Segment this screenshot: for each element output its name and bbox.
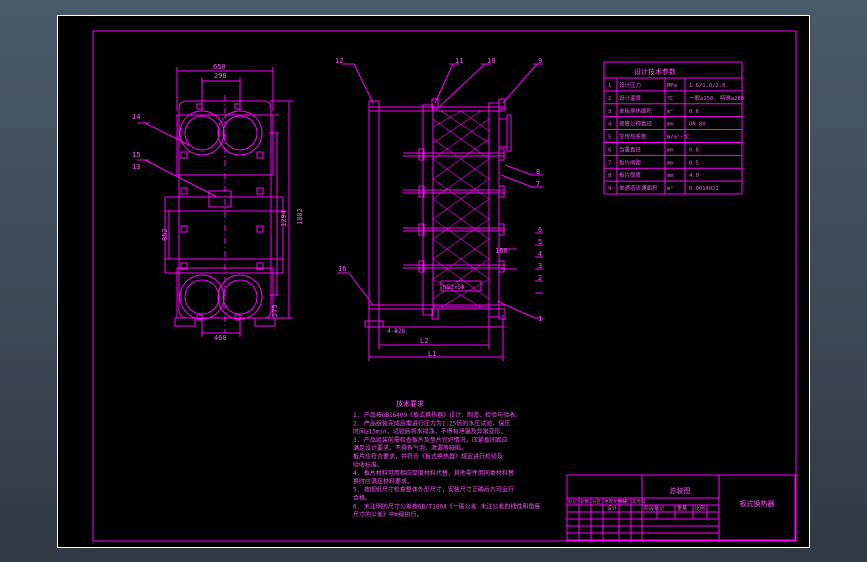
param-row-number: 4 <box>608 122 612 128</box>
tech-req-title: 技术要求 <box>396 399 424 408</box>
weight-label: 重量 <box>677 505 687 512</box>
balloon-12: 12 <box>335 57 343 65</box>
param-table-title: 设计技术参数 <box>634 67 676 76</box>
balloon-6: 6 <box>538 226 542 234</box>
tech-req-line: 换时应满足材料要求。 <box>353 477 413 485</box>
param-row-number: 6 <box>608 147 611 153</box>
balloon-8: 8 <box>536 168 540 176</box>
param-row-name: 板片间距 <box>619 158 642 166</box>
dim-overall-width: 650 <box>213 63 226 71</box>
param-row-name: 设计温度 <box>619 94 642 102</box>
dim-bottom-offset: 275 <box>271 304 279 317</box>
drawing-canvas: 650 298 1802 1294 852 275 460 14 15 13 <box>57 15 810 548</box>
title-block-col-label: 分区 <box>592 498 601 505</box>
side-view: 12 11 10 9 8 7 6 5 4 3 2 1 16 L2 L1 4-Φ2… <box>335 57 543 361</box>
tech-req-line: 合格。 <box>353 494 371 502</box>
inner-frame <box>92 30 797 542</box>
param-row-number: 1 <box>608 83 611 89</box>
parameter-table: 设计技术参数 1 设计压力 MPa 1.6/1.0/2.0 2 设计温度 ℃ 一般≤150, … <box>603 61 744 195</box>
param-row-unit: mm <box>667 147 674 153</box>
tech-req-line: 1. 产品按GB16409《板式换热器》设计、制造、检验与验收。 <box>353 411 521 419</box>
param-row-unit: m² <box>667 185 674 192</box>
param-row-value: 0.5 <box>689 160 699 166</box>
param-row-unit: W/m²·℃ <box>667 134 691 141</box>
tech-req-line: 尺寸的公差》中m级执行。 <box>353 511 423 519</box>
param-row-value: DN 80 <box>689 122 706 128</box>
param-row-number: 3 <box>608 109 611 115</box>
param-row-number: 8 <box>608 173 611 179</box>
balloon-5: 5 <box>538 238 542 246</box>
tag-left-mid: 15 <box>132 151 140 159</box>
param-row-name: 设计压力 <box>619 81 641 89</box>
param-row-unit: m² <box>667 108 674 115</box>
param-row-name: 单板换热面积 <box>619 107 653 115</box>
param-row-unit: MPa <box>667 83 677 89</box>
param-row-name: 总传热系数 <box>619 133 647 141</box>
balloon-7: 7 <box>536 180 540 188</box>
param-row-value: 0.0014022 <box>689 186 719 192</box>
param-row-number: 7 <box>608 160 611 166</box>
param-row-value: 一般≤150, 特殊≤280 <box>689 94 744 102</box>
param-row-unit: ℃ <box>667 96 674 102</box>
title-block-col-label: 更改文件号 <box>604 498 627 505</box>
balloon-16: 16 <box>338 265 346 273</box>
title-block-col-label: 年月日 <box>632 498 646 505</box>
param-row-name: 当量直径 <box>619 145 642 153</box>
dim-base-width: 460 <box>214 334 227 342</box>
tag-left-mid2: 13 <box>132 163 140 171</box>
param-row-unit: mm <box>667 160 674 166</box>
title-block-col-label: 签名 <box>620 498 629 505</box>
balloon-10: 10 <box>487 57 495 65</box>
param-row-name: 接管公称直径 <box>619 120 653 128</box>
tech-req-line: 验收标准。 <box>353 461 383 469</box>
balloon-11: 11 <box>455 57 463 65</box>
title-block-col-label: 处数 <box>580 498 589 505</box>
title-drawing-name: 板式换热器 <box>740 499 775 508</box>
tag-left-top: 14 <box>132 113 140 121</box>
title-block-col-label: 标记 <box>568 498 577 505</box>
dim-height-inner: 1294 <box>280 210 288 227</box>
tech-req-line: 板片应符合要求，并符合《板式换热器》规定进行检验及 <box>353 453 503 461</box>
stage-label: 阶段标记 <box>644 505 664 512</box>
param-row-unit: mm <box>667 122 674 128</box>
tech-req-line: 2. 产品组装完成后需进行压力为1.25倍的水压试验，保压 <box>353 419 510 427</box>
tech-req-line: 3. 产品组装前需检查板片及垫片完好情况，压紧板间距应 <box>353 436 508 444</box>
param-row-name: 单通道流通面积 <box>619 184 658 192</box>
dim-height-total: 1802 <box>296 208 304 225</box>
scale-label: 比例 <box>695 505 705 512</box>
designer-label: 设计 <box>607 505 617 512</box>
param-row-number: 5 <box>608 135 611 141</box>
param-row-value: 0.6 <box>689 109 699 115</box>
front-view: 650 298 1802 1294 852 275 460 14 15 13 <box>132 63 304 342</box>
tech-req-line: 时间≥15min，试验后将水排净，不得有泄漏及异常变形。 <box>353 428 507 436</box>
tech-req-line: 满足设计要求，不得有气泡、泄漏等缺陷。 <box>353 444 467 452</box>
balloon-4: 4 <box>538 250 542 258</box>
param-row-unit: mm <box>667 173 674 179</box>
dim-nozzle-offset: 160 <box>495 247 508 255</box>
plate-label: N52×5Φ <box>443 284 465 291</box>
dim-l1: L1 <box>428 350 436 358</box>
param-row-value: 1.6/1.0/2.0 <box>689 83 725 89</box>
dim-side: 852 <box>161 228 169 241</box>
param-row-number: 9 <box>608 186 611 192</box>
title-view-label: 总装图 <box>670 486 691 495</box>
param-row-name: 板片厚度 <box>619 171 642 179</box>
param-row-number: 2 <box>608 96 611 102</box>
dim-port-spacing: 298 <box>214 72 227 80</box>
cad-viewport[interactable]: 650 298 1802 1294 852 275 460 14 15 13 <box>57 15 810 548</box>
tech-req-line: 6. 未注明的尺寸公差按GB/T1804《一般公差 未注公差的线性和角度 <box>353 502 540 510</box>
outer-frame <box>57 15 810 548</box>
tech-req-line: 5. 按图纸尺寸检查整体外形尺寸，安装尺寸正确后方可运行 <box>353 486 514 494</box>
title-block: 总装图 板式换热器 标记处数分区更改文件号签名年月日 阶段标记 重量 比例 设计 <box>566 474 796 541</box>
technical-requirements: 技术要求 1. 产品按GB16409《板式换热器》设计、制造、检验与验收。2. … <box>353 399 540 519</box>
balloon-9: 9 <box>538 57 542 65</box>
dim-l2: L2 <box>420 337 428 345</box>
balloon-2: 2 <box>538 274 542 282</box>
balloon-3: 3 <box>538 262 542 270</box>
balloon-1: 1 <box>538 315 542 323</box>
dim-hole: 4-Φ28 <box>387 328 405 335</box>
param-row-value: 0.8 <box>689 147 699 153</box>
param-row-value: 4.0 <box>689 173 699 179</box>
tech-req-line: 4. 板片材料可用相应厚度材料代替，其他零件用同类材料替 <box>353 469 514 477</box>
